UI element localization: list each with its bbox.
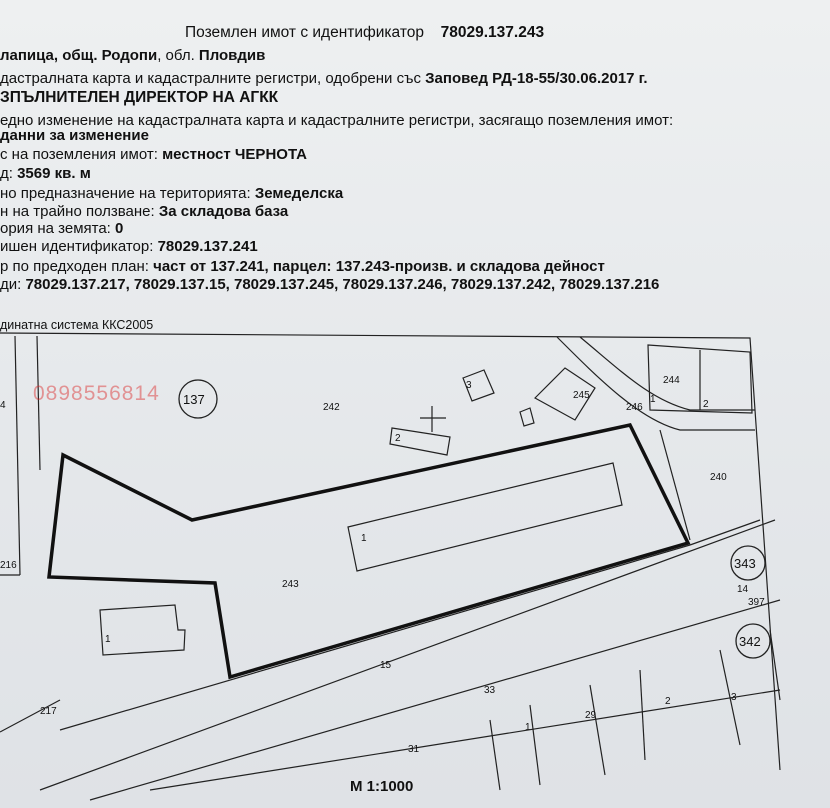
change-line: едно изменение на кадастралната карта и … [0,112,674,129]
previous-plan-label: р по предходен план: [0,258,154,275]
label-p3: 3 [731,692,737,703]
cadastre-line: дастралната карта и кадастралните регист… [0,70,648,88]
label-p4: 4 [0,400,6,411]
category-line: ория на земята: 0 [0,220,123,238]
location-municipality: Родопи [101,47,158,64]
label-p33: 33 [484,685,496,696]
label-p246: 246 [626,402,643,413]
label-p240: 240 [710,472,727,483]
label-p244: 244 [663,375,680,386]
category-value: 0 [115,220,124,237]
previous-plan-value: част от 137.241, парцел: 137.243-произв.… [153,258,605,275]
neighbours-label: ди: [0,276,26,293]
purpose-value: Земеделска [254,185,344,202]
previous-id-label: ишен идентификатор: [0,238,158,255]
label-building-3: 3 [466,380,472,391]
usage-label: н на трайно ползване: [0,203,159,220]
usage-line: н на трайно ползване: За складова база [0,203,288,221]
parcel-243-outline [47,422,691,680]
label-building-2: 2 [395,433,401,444]
previous-id-line: ишен идентификатор: 78029.137.241 [0,238,258,256]
label-building-1: 1 [361,533,367,544]
address-value: местност ЧЕРНОТА [162,146,307,163]
purpose-label: но предназначение на територията: [0,185,255,202]
building-1-left [99,604,186,656]
previous-plan-line: р по предходен план: част от 137.241, па… [0,258,605,276]
label-p243: 243 [282,579,299,590]
label-p217: 217 [40,706,57,717]
area-label: д: [0,165,18,182]
label-building-1-left: 1 [105,634,111,645]
previous-id-value: 78029.137.241 [157,238,258,255]
label-p2: 2 [665,696,671,707]
label-137: 137 [183,392,205,407]
document-title: Поземлен имот с идентификатор 78029.137.… [185,24,544,42]
area-value: 3569 кв. м [17,165,91,182]
cadastre-text: дастралната карта и кадастралните регист… [0,70,426,87]
address-line: с на поземления имот: местност ЧЕРНОТА [0,146,307,164]
neighbours-value: 78029.137.217, 78029.137.15, 78029.137.2… [25,276,660,293]
change-data-line: данни за изменение [0,127,149,144]
coordinate-system-line: динатна система ККС2005 [0,318,154,332]
map-frame [0,332,781,801]
phone-watermark: 0898556814 [33,382,160,405]
label-343: 343 [734,556,756,571]
label-p245: 245 [573,390,590,401]
label-p15: 15 [380,660,392,671]
label-p242: 242 [323,402,340,413]
cross-marker-icon [420,406,446,432]
building-3 [462,369,495,402]
address-label: с на поземления имот: [0,146,163,163]
label-p397: 397 [748,597,765,608]
title-prefix: Поземлен имот с идентификатор [185,24,425,41]
location-part1: лапица, общ. [0,47,102,64]
label-p31: 31 [408,744,420,755]
label-p29: 29 [585,710,597,721]
building-1 [347,462,623,572]
usage-value: За складова база [158,203,289,220]
map-scale: М 1:1000 [350,778,414,795]
circle-343 [730,545,766,581]
building-2 [389,427,451,456]
title-identifier: 78029.137.243 [440,24,545,41]
label-244-2: 2 [703,399,709,410]
area-line: д: 3569 кв. м [0,165,91,183]
label-244-1: 1 [650,394,656,405]
location-part3: , обл. [157,47,199,64]
purpose-line: но предназначение на територията: Земеде… [0,185,343,203]
neighbours-line: ди: 78029.137.217, 78029.137.15, 78029.1… [0,276,659,294]
cadastre-order: Заповед РД-18-55/30.06.2017 г. [425,70,648,87]
director-line: ЗПЪЛНИТЕЛЕН ДИРЕКТОР НА АГКК [0,89,279,106]
building-small [519,407,535,427]
label-p14: 14 [737,584,749,595]
label-p216: 216 [0,560,17,571]
circle-137 [178,379,218,419]
circle-342 [735,623,771,659]
location-region: Пловдив [198,47,266,64]
category-label: ория на земята: [0,220,116,237]
label-p1: 1 [525,722,531,733]
location-line: лапица, общ. Родопи, обл. Пловдив [0,47,265,65]
label-342: 342 [739,634,761,649]
